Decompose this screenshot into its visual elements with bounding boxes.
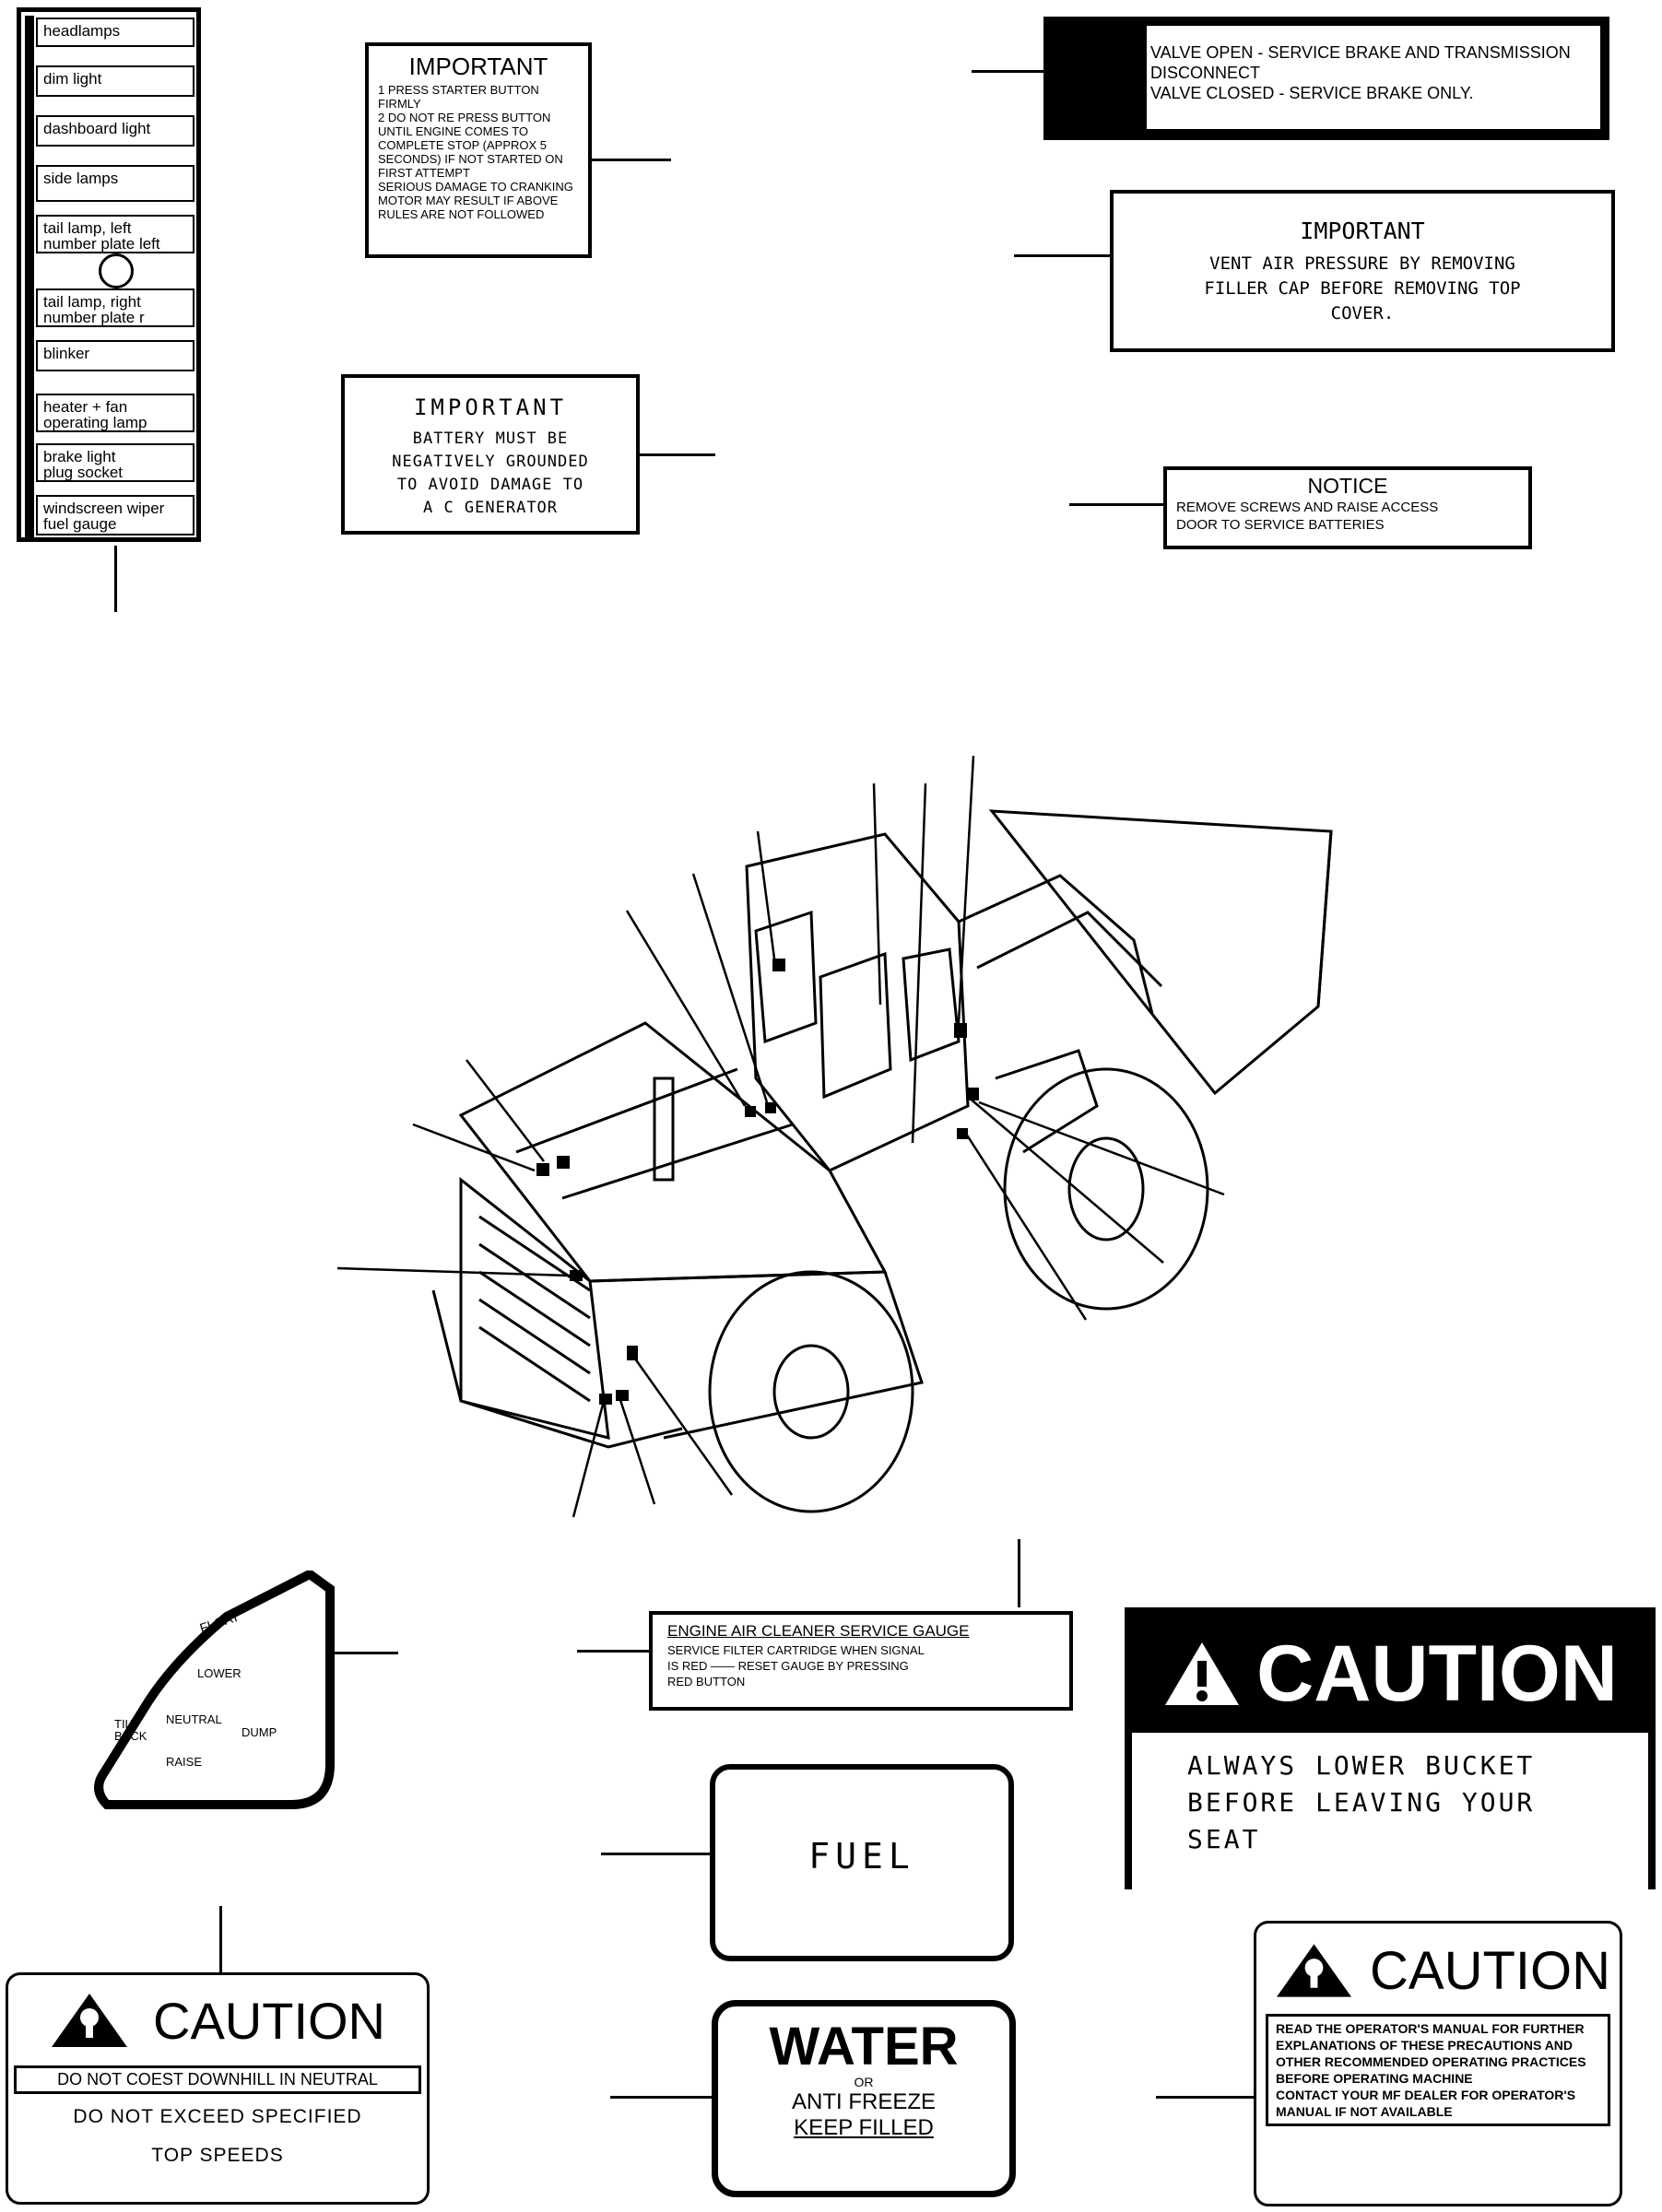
leader-line bbox=[640, 453, 715, 456]
leader-line bbox=[219, 1906, 222, 1972]
warning-triangle-icon bbox=[52, 1994, 127, 2047]
caution-coast-decal: CAUTION DO NOT COEST DOWNHILL IN NEUTRAL… bbox=[6, 1972, 430, 2205]
water-decal: WATER OR ANTI FREEZE KEEP FILLED bbox=[712, 2000, 1016, 2197]
caution-heading: CAUTION bbox=[1256, 1629, 1618, 1718]
fuel-label: FUEL bbox=[808, 1836, 915, 1877]
decal-title: NOTICE bbox=[1307, 474, 1388, 498]
important-vent-decal: IMPORTANT VENT AIR PRESSURE BY REMOVING … bbox=[1110, 190, 1615, 352]
leader-line bbox=[1156, 2096, 1254, 2099]
panel-item-side-lamps: side lamps bbox=[36, 165, 194, 202]
panel-item-tail-lamp-left: tail lamp, left number plate left bbox=[36, 215, 194, 253]
caution-heading: CAUTION bbox=[153, 1991, 385, 2050]
decal-title: IMPORTANT bbox=[408, 53, 548, 80]
caution-bucket-decal: CAUTION ALWAYS LOWER BUCKET BEFORE LEAVI… bbox=[1125, 1607, 1656, 1904]
panel-item-blinker: blinker bbox=[36, 340, 194, 371]
water-keep-filled: KEEP FILLED bbox=[794, 2115, 934, 2140]
warning-triangle-icon bbox=[1165, 1642, 1240, 1705]
panel-side-bar bbox=[25, 16, 34, 539]
caution-manual-decal: CAUTION READ THE OPERATOR'S MANUAL FOR F… bbox=[1254, 1921, 1622, 2206]
water-title: WATER bbox=[769, 2017, 959, 2077]
important-starter-decal: IMPORTANT 1 PRESS STARTER BUTTON FIRMLY … bbox=[365, 42, 592, 258]
cab bbox=[745, 832, 970, 1172]
decal-body: 1 PRESS STARTER BUTTON FIRMLY 2 DO NOT R… bbox=[378, 83, 573, 221]
valve-decal: VALVE OPEN - SERVICE BRAKE AND TRANSMISS… bbox=[1043, 17, 1609, 140]
warning-triangle-icon bbox=[1276, 1944, 1352, 1997]
leader-line bbox=[1018, 1539, 1020, 1607]
important-battery-decal: IMPORTANT BATTERY MUST BE NEGATIVELY GRO… bbox=[341, 374, 640, 535]
leader-line bbox=[326, 1652, 398, 1654]
engine-hood bbox=[458, 1021, 888, 1283]
leader-line bbox=[114, 546, 117, 612]
decal-body: REMOVE SCREWS AND RAISE ACCESS DOOR TO S… bbox=[1176, 500, 1439, 533]
caution-line2: DO NOT EXCEED SPECIFIED TOP SPEEDS bbox=[73, 2106, 362, 2166]
leader-line bbox=[592, 159, 671, 161]
notice-batteries-decal: NOTICE REMOVE SCREWS AND RAISE ACCESS DO… bbox=[1163, 466, 1532, 549]
panel-indicator-circle bbox=[99, 253, 134, 288]
panel-item-tail-lamp-right: tail lamp, right number plate r bbox=[36, 288, 194, 327]
loader-lever-decal bbox=[94, 1571, 335, 1809]
caution-body: READ THE OPERATOR'S MANUAL FOR FURTHER E… bbox=[1266, 2014, 1610, 2126]
caution-body: ALWAYS LOWER BUCKET BEFORE LEAVING YOUR … bbox=[1132, 1733, 1648, 1904]
wheel-loader-illustration bbox=[336, 755, 1333, 1518]
lever-tilt-back-label: TILT BACK bbox=[114, 1717, 147, 1743]
bucket bbox=[988, 809, 1333, 1096]
grille bbox=[459, 1176, 610, 1440]
decal-body: BATTERY MUST BE NEGATIVELY GROUNDED TO A… bbox=[392, 429, 589, 517]
leader-line bbox=[1069, 503, 1163, 506]
panel-item-heater-fan: heater + fan operating lamp bbox=[36, 394, 194, 432]
water-or: OR bbox=[854, 2075, 874, 2089]
leader-line bbox=[972, 70, 1045, 73]
leader-line bbox=[1014, 254, 1110, 257]
leader-line bbox=[577, 1650, 649, 1653]
panel-item-windscreen-wiper: windscreen wiper fuel gauge bbox=[36, 495, 194, 535]
caution-line1: DO NOT COEST DOWNHILL IN NEUTRAL bbox=[14, 2065, 421, 2094]
lever-raise-label: RAISE bbox=[166, 1755, 203, 1769]
decal-body: SERVICE FILTER CARTRIDGE WHEN SIGNAL IS … bbox=[667, 1643, 925, 1688]
valve-open-text: VALVE OPEN - SERVICE BRAKE AND TRANSMISS… bbox=[1150, 43, 1571, 82]
decal-title: ENGINE AIR CLEANER SERVICE GAUGE bbox=[667, 1622, 970, 1640]
exhaust-stack bbox=[653, 1077, 675, 1182]
fuel-decal: FUEL bbox=[710, 1764, 1014, 1961]
decal-title: IMPORTANT bbox=[413, 394, 568, 420]
decal-body: VENT AIR PRESSURE BY REMOVING FILLER CAP… bbox=[1204, 253, 1521, 324]
panel-item-dashboard-light: dashboard light bbox=[36, 115, 194, 147]
leader-line bbox=[610, 2096, 712, 2099]
front-wheel bbox=[708, 1270, 914, 1513]
lever-dump-label: DUMP bbox=[242, 1725, 277, 1739]
lever-lower-label: LOWER bbox=[197, 1666, 242, 1680]
lever-neutral-label: NEUTRAL bbox=[166, 1712, 222, 1726]
panel-item-dim-light: dim light bbox=[36, 65, 194, 97]
caution-heading: CAUTION bbox=[1370, 1940, 1610, 2001]
water-antifreeze: ANTI FREEZE bbox=[791, 2089, 936, 2114]
valve-closed-text: VALVE CLOSED - SERVICE BRAKE ONLY. bbox=[1150, 84, 1474, 102]
rear-wheel bbox=[1003, 1067, 1209, 1311]
leader-line bbox=[601, 1853, 710, 1855]
panel-item-headlamps: headlamps bbox=[36, 18, 194, 47]
panel-item-brake-light: brake light plug socket bbox=[36, 443, 194, 482]
air-cleaner-decal: ENGINE AIR CLEANER SERVICE GAUGE SERVICE… bbox=[649, 1611, 1073, 1711]
decal-title: IMPORTANT bbox=[1300, 218, 1425, 244]
switch-panel-decal: headlamps dim light dashboard light side… bbox=[17, 7, 201, 542]
